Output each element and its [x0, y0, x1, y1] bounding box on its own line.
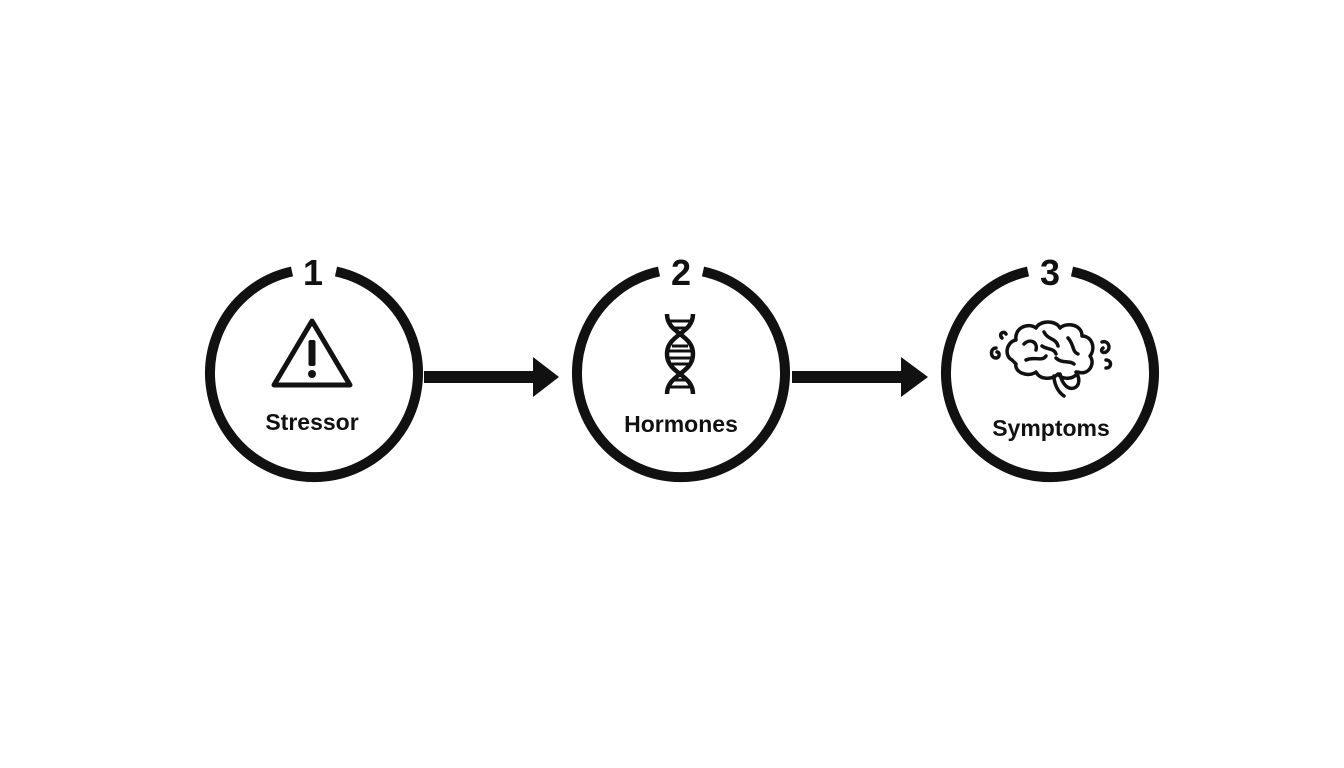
step-1-ring: [205, 266, 423, 483]
step-1-label: Stressor: [265, 409, 358, 435]
step-2-ring: [572, 266, 790, 483]
warning-icon: [271, 318, 353, 388]
step-1: 1 Stressor: [205, 252, 423, 483]
step-3: 3 Symptoms: [941, 252, 1159, 483]
step-2-number: 2: [671, 252, 691, 293]
arrow-1-to-2: [424, 357, 559, 397]
step-2: 2 Hormones: [572, 252, 790, 483]
step-3-number: 3: [1040, 252, 1060, 293]
step-3-ring: [941, 266, 1159, 483]
brain-icon: [989, 320, 1113, 398]
dna-icon: [664, 313, 696, 395]
step-2-label: Hormones: [624, 411, 738, 437]
step-3-label: Symptoms: [992, 415, 1110, 441]
step-1-number: 1: [303, 252, 323, 293]
arrow-2-to-3: [792, 357, 928, 397]
